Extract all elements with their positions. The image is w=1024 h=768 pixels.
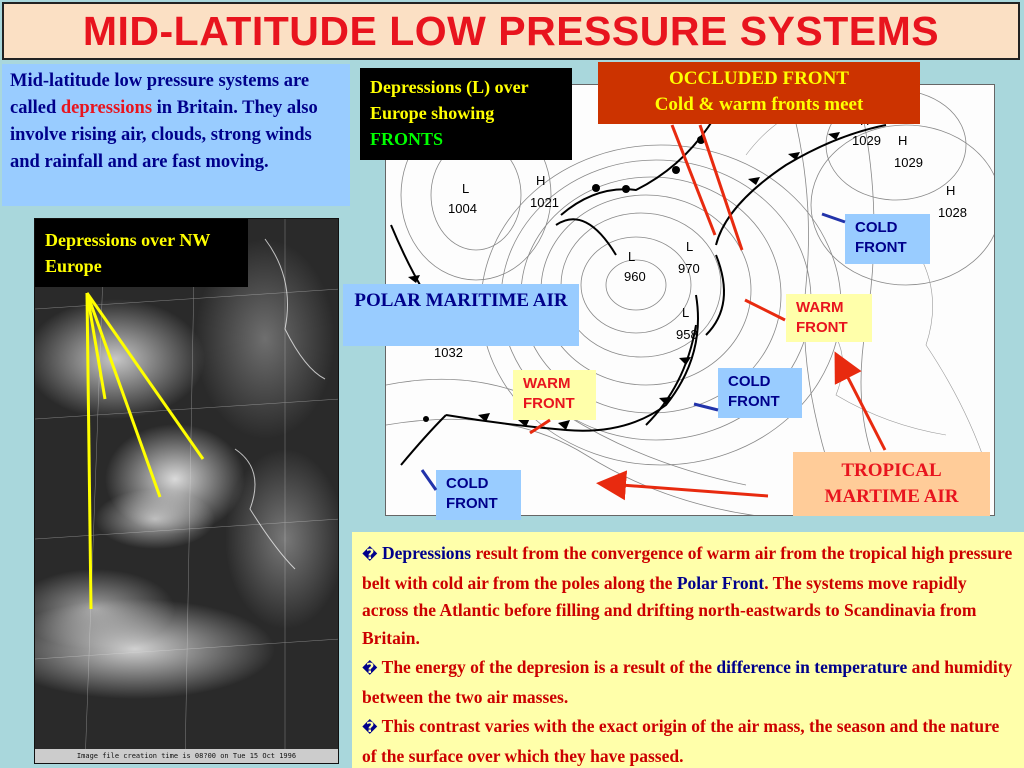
info-text: This contrast varies with the exact orig…	[362, 716, 1000, 766]
svg-text:L: L	[462, 181, 469, 196]
occluded-front-label: OCCLUDED FRONT Cold & warm fronts meet	[598, 62, 920, 124]
cold-front-label: COLD FRONT	[718, 368, 802, 418]
svg-text:958: 958	[676, 327, 698, 342]
cold-front-label: COLD FRONT	[845, 214, 930, 264]
tropical-air-label: TROPICAL MARTIME AIR	[793, 452, 990, 516]
bullet-icon: �	[362, 661, 378, 677]
info-paragraph-1: � Depressions result from the convergenc…	[362, 540, 1014, 652]
polar-air-label: POLAR MARITIME AIR	[343, 284, 579, 346]
intro-box: Mid-latitude low pressure systems are ca…	[2, 64, 350, 206]
warm-front-label: WARM FRONT	[786, 294, 872, 342]
svg-text:1028: 1028	[938, 205, 967, 220]
satellite-label: Depressions over NW Europe	[35, 219, 248, 287]
svg-text:H: H	[946, 183, 955, 198]
warm-front-label: WARM FRONT	[513, 370, 596, 420]
svg-text:960: 960	[624, 269, 646, 284]
svg-text:1032: 1032	[434, 345, 463, 360]
explanation-box: � Depressions result from the convergenc…	[352, 532, 1024, 768]
bullet-icon: �	[362, 720, 378, 736]
satellite-caption: Image file creation time is 08?00 on Tue…	[35, 749, 338, 763]
satellite-image: Depressions over NW Europe Image file cr…	[34, 218, 339, 764]
occluded-subtitle: Cold & warm fronts meet	[654, 94, 864, 115]
svg-text:1004: 1004	[448, 201, 477, 216]
info-text: . The systems move rapidly across the At…	[362, 572, 977, 648]
info-paragraph-2: � The energy of the depresion is a resul…	[362, 654, 1014, 711]
svg-text:L: L	[628, 249, 635, 264]
svg-text:L: L	[682, 305, 689, 320]
svg-text:970: 970	[678, 261, 700, 276]
svg-text:H: H	[898, 133, 907, 148]
info-term-difference: difference in temperature	[716, 657, 908, 677]
bullet-icon: �	[362, 547, 378, 563]
occluded-title: OCCLUDED FRONT	[669, 68, 849, 89]
svg-text:L: L	[686, 239, 693, 254]
svg-text:1029: 1029	[852, 133, 881, 148]
intro-text-b: in Britain. They also involve rising air…	[10, 98, 318, 172]
info-paragraph-3: � This contrast varies with the exact or…	[362, 713, 1014, 768]
svg-text:H: H	[536, 173, 545, 188]
cold-front-label: COLD FRONT	[436, 470, 521, 520]
map-label-depressions: Depressions (L) over Europe showing FRON…	[360, 68, 572, 160]
intro-text-a: Mid-latitude low pressure systems are ca…	[10, 71, 310, 118]
svg-text:1021: 1021	[530, 195, 559, 210]
info-term-depressions: Depressions	[381, 543, 472, 563]
page-title: MID-LATITUDE LOW PRESSURE SYSTEMS	[82, 7, 940, 54]
map-label-highlight: FRONTS	[370, 129, 444, 149]
info-text: The energy of the depresion is a result …	[377, 657, 717, 677]
title-bar: MID-LATITUDE LOW PRESSURE SYSTEMS	[2, 2, 1020, 60]
info-term-polar-front: Polar Front	[676, 572, 765, 593]
map-label-text: Depressions (L) over Europe showing	[370, 77, 529, 123]
intro-highlight: depressions	[60, 98, 153, 118]
info-text: and humidity between the two air masses.	[362, 657, 1013, 707]
svg-text:1029: 1029	[894, 155, 923, 170]
info-text: result from the convergence of warm air …	[362, 543, 1013, 593]
